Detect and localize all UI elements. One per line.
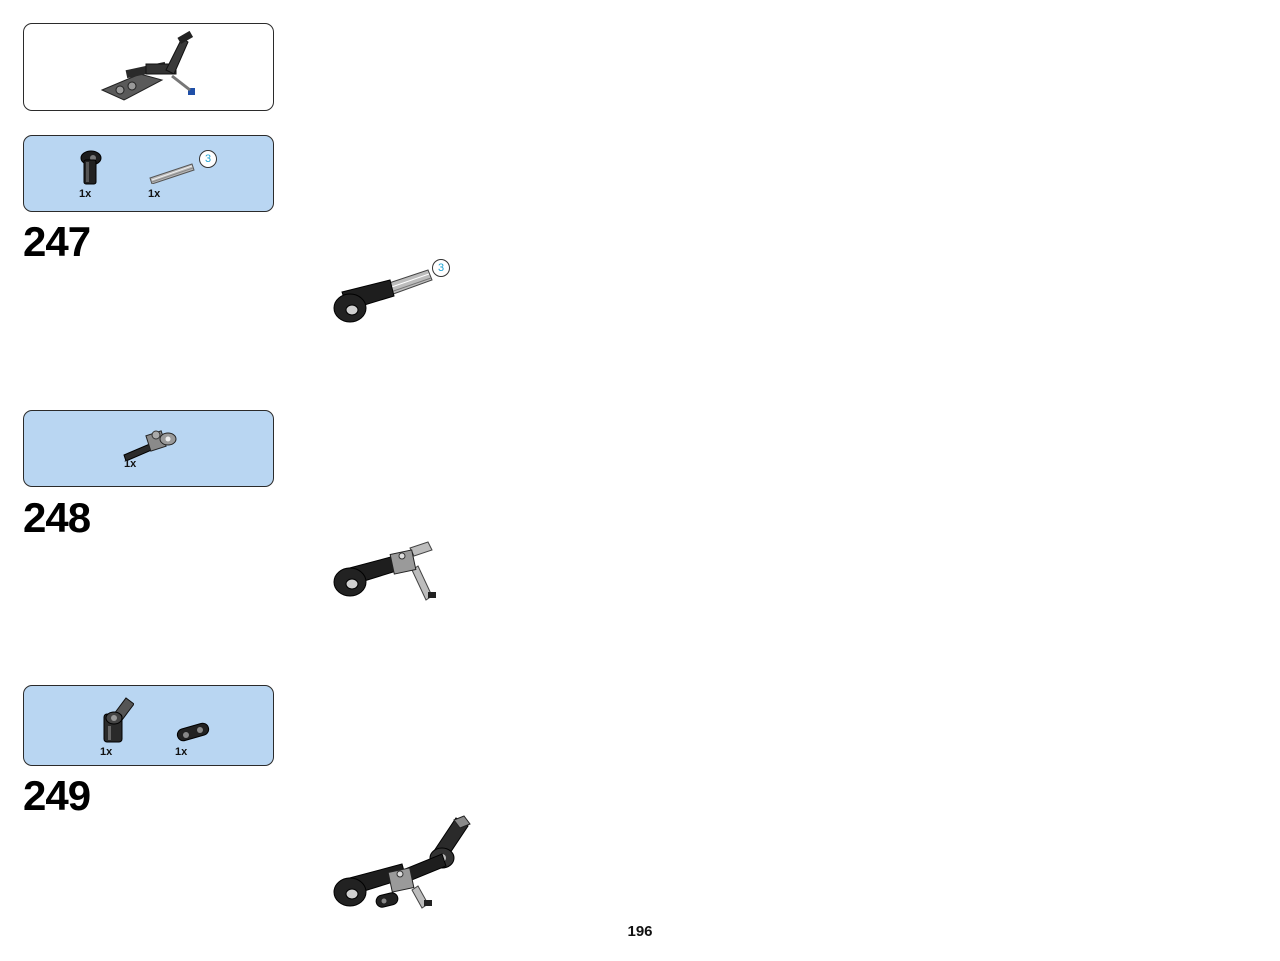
black-connector-icon [80, 150, 102, 185]
step-number: 247 [23, 218, 91, 265]
parts-list-box-248: 1x [23, 410, 274, 487]
angled-connector-icon [103, 697, 134, 743]
assembly-length-badge: 3 [432, 259, 450, 277]
axle-length-badge: 3 [199, 150, 217, 168]
part-qty: 1x [124, 458, 137, 470]
part-qty: 1x [79, 188, 92, 200]
step-number: 248 [23, 494, 91, 541]
subassembly-preview-box [23, 23, 274, 111]
grey-axle-3-icon [149, 163, 195, 184]
beam-2-icon [176, 722, 210, 742]
axle-cross-block-icon [123, 430, 177, 461]
step-248-assembly-icon [333, 541, 436, 601]
step-249-assembly-icon [333, 815, 471, 909]
part-qty: 1x [175, 746, 188, 758]
part-qty: 1x [100, 746, 113, 758]
step-247-assembly-icon [333, 269, 433, 323]
parts-list-box-249: 1x 1x [23, 685, 274, 766]
page-number: 196 [627, 923, 653, 940]
step-number: 249 [23, 772, 91, 819]
part-qty: 1x [148, 188, 161, 200]
parts-list-box-247: 1x 3 1x [23, 135, 274, 212]
subassembly-preview-icon [100, 30, 195, 101]
